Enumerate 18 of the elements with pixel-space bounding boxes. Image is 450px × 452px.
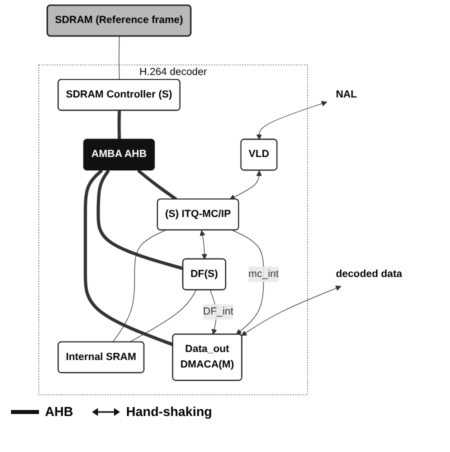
arrow [230, 170, 262, 200]
connector [112, 230, 166, 342]
legend-label: AHB [45, 404, 74, 419]
connector [118, 110, 121, 140]
edge-label: DF_int [203, 306, 234, 318]
connector [96, 169, 184, 270]
connector [137, 169, 178, 201]
arrow [232, 230, 264, 335]
edge-label: mc_int [248, 268, 279, 280]
node-text: NAL [336, 89, 357, 100]
connector [129, 290, 197, 342]
connector [118, 36, 120, 80]
arrow [241, 286, 342, 336]
connector [84, 169, 174, 346]
legend-label: Hand-shaking [126, 404, 212, 419]
arrow [256, 100, 328, 140]
arrow [200, 230, 208, 260]
node-text: decoded data [336, 268, 402, 280]
